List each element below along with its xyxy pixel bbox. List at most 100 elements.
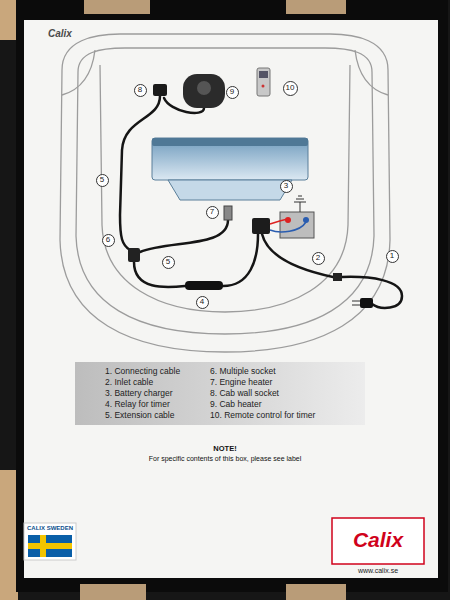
cable (134, 262, 185, 287)
ground-symbol (294, 196, 306, 212)
tape-strip (80, 584, 146, 600)
engine-heater-element (224, 206, 232, 220)
battery-charger (252, 218, 270, 234)
callout-circle: 6 (102, 234, 115, 247)
timer-relay (185, 281, 223, 290)
brand-logo: Calix (48, 28, 72, 40)
callout-number: 5 (166, 258, 170, 266)
callout-circle: 2 (312, 252, 325, 265)
origin-badge-text: CALIX SWEDEN (27, 525, 73, 532)
ground-symbol (294, 196, 306, 212)
cable (120, 96, 160, 250)
cable (342, 277, 402, 308)
timer-remote (259, 71, 268, 78)
callout-circle: 7 (206, 206, 219, 219)
mains-plug (360, 298, 373, 308)
battery-wire (270, 219, 306, 232)
callout-number: 7 (210, 208, 214, 216)
note-text: For specific contents of this box, pleas… (149, 455, 302, 463)
background (16, 0, 448, 592)
callout-number: 9 (230, 88, 234, 96)
battery-wire (270, 222, 306, 232)
callout-circle: 9 (226, 86, 239, 99)
part-name: 4. Relay for timer (105, 399, 170, 410)
callout-number: 8 (138, 86, 142, 94)
website-url: www.calix.se (358, 567, 398, 575)
brand-logo: Calix (353, 528, 403, 552)
cab-wall-socket (153, 84, 167, 96)
timer-relay (185, 281, 223, 290)
car-outline (355, 50, 388, 95)
brand-logo-frame (332, 518, 424, 564)
timer-remote (262, 85, 265, 88)
origin-badge (28, 543, 72, 549)
car-battery (280, 212, 314, 238)
tape-strip (286, 0, 346, 14)
callout-number: 1 (390, 252, 394, 260)
callout-circle: 1 (386, 250, 399, 263)
callout-number: 10 (286, 84, 295, 92)
multiple-socket (128, 248, 140, 262)
car-battery (280, 212, 314, 238)
cable (120, 96, 402, 308)
timer-remote (257, 68, 270, 96)
callout-number: 4 (200, 298, 204, 306)
cab-heater (197, 81, 211, 95)
parts-key-panel: 1. Connecting cable2. Inlet cable3. Batt… (75, 362, 365, 425)
callout-circle: 5 (96, 174, 109, 187)
cable (140, 220, 228, 252)
engine-block (152, 138, 308, 180)
engine-block (152, 138, 308, 200)
part-name: 2. Inlet cable (105, 377, 153, 388)
part-name: 3. Battery charger (105, 388, 173, 399)
engine-block (152, 138, 308, 146)
car-outline (100, 65, 350, 312)
part-name: 7. Engine heater (210, 377, 272, 388)
mains-plug (352, 301, 360, 305)
cable (262, 234, 333, 277)
multiple-socket (128, 248, 140, 262)
car-outline (60, 34, 390, 352)
mains-plug (352, 298, 373, 308)
tape-strip (80, 0, 346, 600)
cable-connector (333, 273, 342, 281)
part-name: 9. Cab heater (210, 399, 262, 410)
callout-circle: 10 (283, 81, 298, 96)
origin-badge (24, 523, 76, 560)
cab-wall-socket (153, 84, 167, 96)
background (0, 0, 18, 40)
part-name: 8. Cab wall socket (210, 388, 279, 399)
car-outline (76, 48, 374, 334)
tape-strip (286, 584, 346, 600)
cable-connector (333, 273, 342, 281)
engine-heater-element (224, 206, 232, 220)
engine-block (168, 180, 292, 200)
part-name: 5. Extension cable (105, 410, 174, 421)
timer-remote (257, 68, 270, 96)
car-outline (60, 34, 390, 352)
part-name: 10. Remote control for timer (210, 410, 315, 421)
battery-wire (270, 219, 288, 224)
cable (223, 234, 258, 286)
car-outline (62, 50, 95, 95)
note-heading: NOTE! (213, 445, 236, 454)
origin-badge (24, 523, 76, 560)
cab-heater (183, 74, 225, 108)
callout-number: 3 (284, 182, 288, 190)
callout-number: 5 (100, 176, 104, 184)
tape-strip (84, 0, 150, 14)
part-name: 6. Multiple socket (210, 366, 276, 377)
callout-circle: 3 (280, 180, 293, 193)
callout-number: 2 (316, 254, 320, 262)
part-name: 1. Connecting cable (105, 366, 180, 377)
callout-circle: 4 (196, 296, 209, 309)
brand-logo-frame (332, 518, 424, 564)
callout-number: 6 (106, 236, 110, 244)
background (24, 20, 438, 578)
callout-circle: 5 (162, 256, 175, 269)
cab-heater (183, 74, 225, 108)
origin-badge (28, 535, 72, 557)
